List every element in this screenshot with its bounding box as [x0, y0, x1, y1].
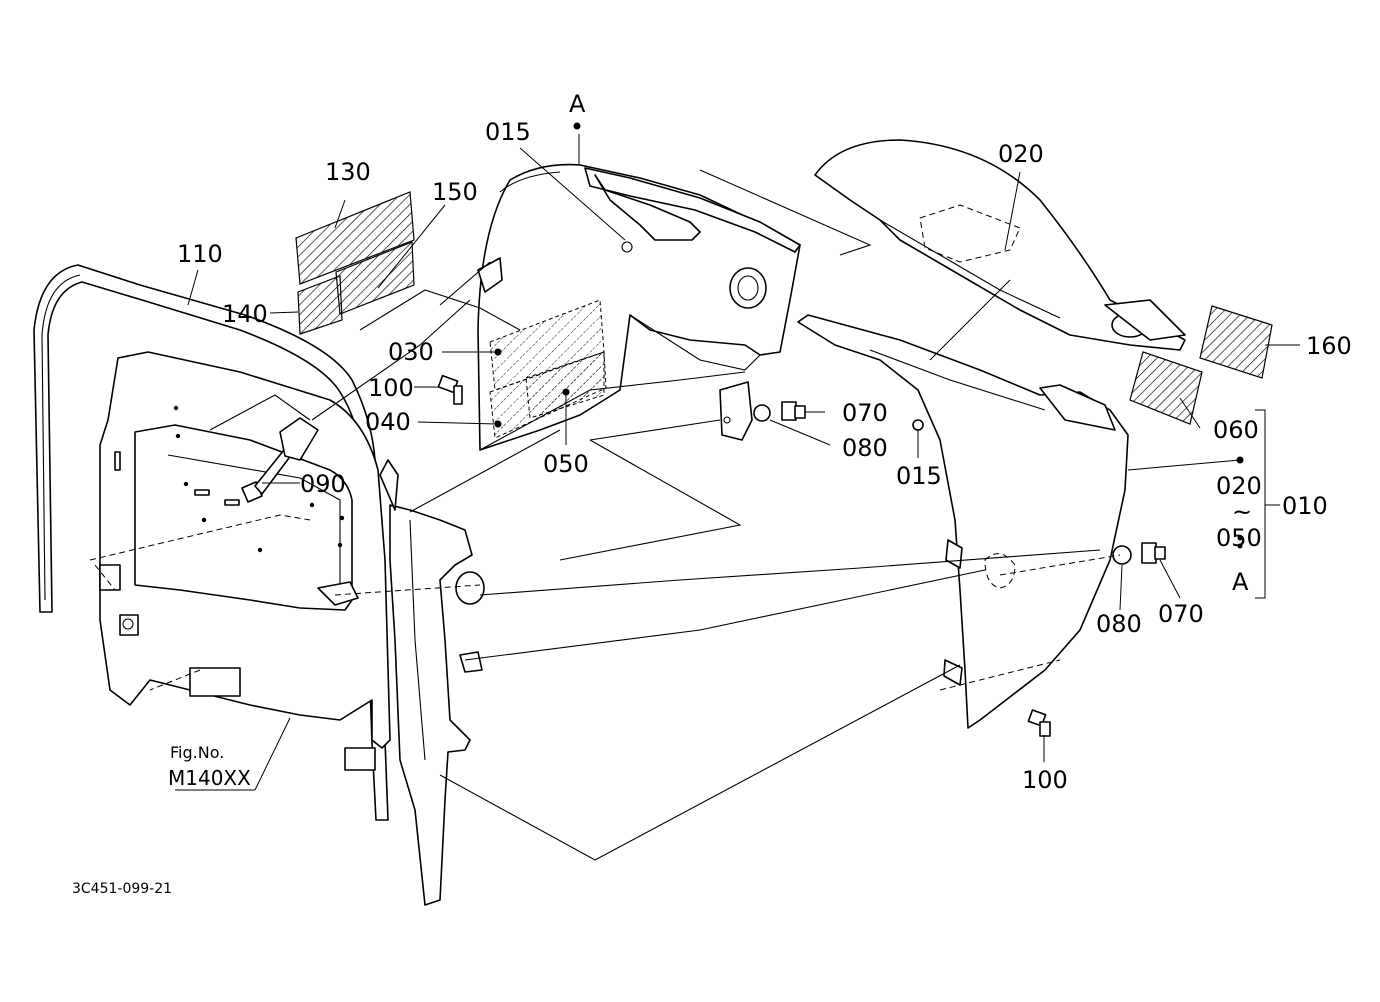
label-070-right: 070: [1158, 600, 1204, 628]
decal-140: [297, 275, 343, 335]
label-tilde: ~: [1232, 498, 1252, 526]
part-labels: A 015 130 150 110 140 030 100 040 050 09…: [72, 90, 1352, 897]
decals-left: [295, 191, 415, 335]
label-150: 150: [432, 178, 478, 206]
label-040: 040: [365, 408, 411, 436]
label-a-range: A: [1232, 568, 1249, 596]
label-a-top: A: [569, 90, 586, 118]
decal-150: [335, 241, 415, 315]
label-010: 010: [1282, 492, 1328, 520]
reference-dot-010: [1236, 456, 1244, 464]
decal-060: [1129, 351, 1203, 425]
label-015-top: 015: [485, 118, 531, 146]
label-100-left: 100: [368, 374, 414, 402]
label-050-range: 050: [1216, 524, 1262, 552]
cover-top-body: [814, 139, 1186, 351]
label-110: 110: [177, 240, 223, 268]
label-060: 060: [1213, 416, 1259, 444]
decal-050-outline: [525, 351, 605, 419]
label-140: 140: [222, 300, 268, 328]
label-030: 030: [388, 338, 434, 366]
decal-130: [295, 191, 415, 285]
label-020: 020: [998, 140, 1044, 168]
label-160: 160: [1306, 332, 1352, 360]
label-020-range: 020: [1216, 472, 1262, 500]
label-100-bottom: 100: [1022, 766, 1068, 794]
cover-left-a: [477, 163, 801, 451]
frame-assembly: [33, 264, 485, 906]
fasteners: [241, 374, 1166, 737]
drawing-code: 3C451-099-21: [72, 881, 172, 897]
door-seal-110: [33, 264, 389, 821]
label-130: 130: [325, 158, 371, 186]
label-080-right: 080: [1096, 610, 1142, 638]
cover-top-020: [814, 139, 1186, 351]
leader-lines: [89, 134, 1300, 861]
label-015-right: 015: [896, 462, 942, 490]
label-050: 050: [543, 450, 589, 478]
fig-no-label: Fig.No.: [170, 743, 224, 762]
cover-right-body: [797, 314, 1129, 729]
cover-right: [797, 314, 1129, 729]
hinge-post: [389, 504, 473, 906]
inner-frame-opening: [134, 424, 353, 611]
label-090: 090: [300, 470, 346, 498]
decal-160: [1199, 305, 1273, 379]
label-080-mid: 080: [842, 434, 888, 462]
label-070-mid: 070: [842, 399, 888, 427]
fig-code-label: M140XX: [168, 766, 251, 790]
reference-dot-a: [573, 122, 581, 130]
